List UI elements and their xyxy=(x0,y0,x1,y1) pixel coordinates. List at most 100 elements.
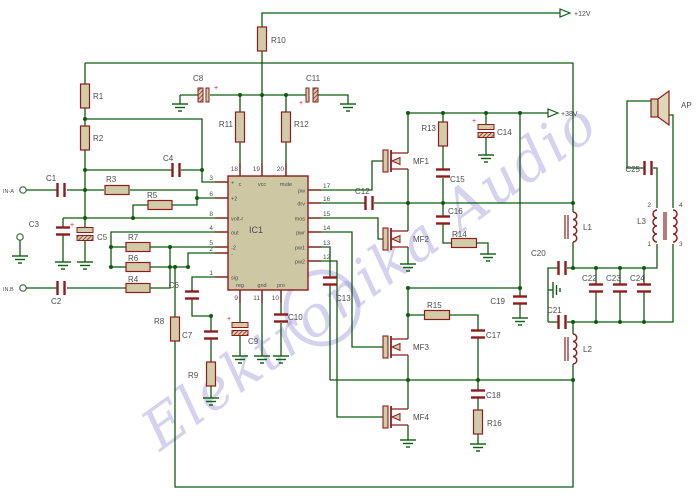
ref-label-C2: C2 xyxy=(51,297,62,306)
inductor-L2: L2 xyxy=(564,333,592,365)
resistor-R9: R9 xyxy=(188,361,217,387)
junction-dot xyxy=(168,265,172,269)
resistor-body xyxy=(125,261,151,273)
ref-label-R9: R9 xyxy=(188,371,199,380)
junction-dot xyxy=(83,216,87,220)
pin-name: c xyxy=(239,182,242,188)
wire xyxy=(573,244,658,269)
ic-IC1: IC13+6+28volt-r4out5-22-1sig18c19vcc20mu… xyxy=(209,163,331,303)
ref-label-C19: C19 xyxy=(490,297,505,306)
pin-number: 19 xyxy=(253,166,261,173)
pin-number: 5 xyxy=(209,240,213,247)
resistor-R4: R4 xyxy=(125,275,151,294)
cap-plate xyxy=(76,227,94,233)
cap-plate xyxy=(205,87,210,103)
cap-plate xyxy=(305,87,310,103)
cap-plate xyxy=(477,124,495,130)
gate-bar xyxy=(382,335,389,359)
ref-label-L2: L2 xyxy=(583,345,592,354)
transformer-pin-number: 3 xyxy=(679,241,683,248)
ref-label-L1: L1 xyxy=(583,223,592,232)
ic-pin-5: 5-2 xyxy=(209,240,236,252)
ref-label-R3: R3 xyxy=(106,175,117,184)
ref-label-AP: AP xyxy=(681,101,692,110)
ref-label-C7: C7 xyxy=(182,331,193,340)
junction-dot xyxy=(571,320,575,324)
pin-number: 15 xyxy=(323,211,331,218)
junction-dot xyxy=(83,117,87,121)
gate-bar xyxy=(382,405,389,429)
ref-label-C10: C10 xyxy=(288,313,303,322)
resistor-body xyxy=(125,241,151,253)
gate-bar xyxy=(382,227,389,251)
capacitor-C21: C21 xyxy=(547,306,567,329)
ref-label-L3: L3 xyxy=(637,217,646,226)
pin-number: 9 xyxy=(234,295,238,302)
junction-layer xyxy=(83,93,646,382)
resistor-R10: R10 xyxy=(256,26,286,52)
mosfet-MF1: MF1 xyxy=(382,149,430,173)
junction-dot xyxy=(168,245,172,249)
arrow-mark xyxy=(390,342,401,352)
pin-number: 18 xyxy=(231,166,239,173)
wire xyxy=(130,189,228,199)
junction-dot xyxy=(594,266,598,270)
ic-pin-3: 3+ xyxy=(209,175,234,187)
ref-label-C20: C20 xyxy=(531,249,546,258)
ref-label-C18: C18 xyxy=(486,391,501,400)
capacitor-C10: C10 xyxy=(274,313,303,323)
ref-label-R7: R7 xyxy=(128,233,139,242)
capacitor-C6: C6 xyxy=(169,281,199,300)
resistor-R3: R3 xyxy=(104,175,130,196)
resistor-R13: R13 xyxy=(421,121,449,147)
pin-number: 13 xyxy=(323,240,331,247)
pin-name: out xyxy=(231,231,239,237)
ref-label-R13: R13 xyxy=(421,124,436,133)
arrow-glyph xyxy=(547,108,560,118)
ground-symbol xyxy=(400,439,416,448)
ground-symbol xyxy=(470,443,486,452)
junction-dot xyxy=(406,378,410,382)
mosfet-MF2: MF2 xyxy=(382,227,430,251)
resistor-body xyxy=(423,309,451,321)
junction-dot xyxy=(618,320,622,324)
resistor-R6: R6 xyxy=(125,254,151,273)
capacitor-C3: C3 xyxy=(29,220,70,236)
capacitor-C13: C13 xyxy=(323,276,351,303)
wire xyxy=(450,314,479,330)
cap-plate-hatched xyxy=(197,87,204,103)
pin-number: 17 xyxy=(323,183,331,190)
resistor-body xyxy=(147,199,173,211)
power-arrow-38v: +38V xyxy=(547,108,578,118)
resistor-R15: R15 xyxy=(423,301,451,321)
ref-label-R16: R16 xyxy=(487,419,502,428)
transformer-pin-number: 4 xyxy=(679,202,683,209)
ref-label-C5: C5 xyxy=(97,233,108,242)
capacitor-C23: C23 xyxy=(606,274,627,293)
pin-number: 1 xyxy=(209,270,213,277)
mosfet-MF3: MF3 xyxy=(382,335,430,359)
resistor-body xyxy=(205,361,217,387)
pin-number: 11 xyxy=(253,295,260,302)
terminal xyxy=(16,233,24,241)
capacitor-C9: +C9 xyxy=(227,316,259,346)
wire xyxy=(442,224,452,244)
capacitor-C11: +C11 xyxy=(299,74,321,107)
ref-label-C24: C24 xyxy=(630,274,645,283)
pin-number: 3 xyxy=(209,175,213,182)
junction-dot xyxy=(571,378,575,382)
junction-dot xyxy=(209,314,213,318)
power-label: +38V xyxy=(561,111,578,118)
inductor-L1: L1 xyxy=(564,211,592,243)
capacitor-C14: +C14 xyxy=(472,118,512,138)
ref-label-C1: C1 xyxy=(46,174,57,183)
wire xyxy=(573,244,674,323)
wire xyxy=(308,160,383,191)
wire xyxy=(191,299,211,317)
capacitor-C4: C4 xyxy=(163,154,181,177)
